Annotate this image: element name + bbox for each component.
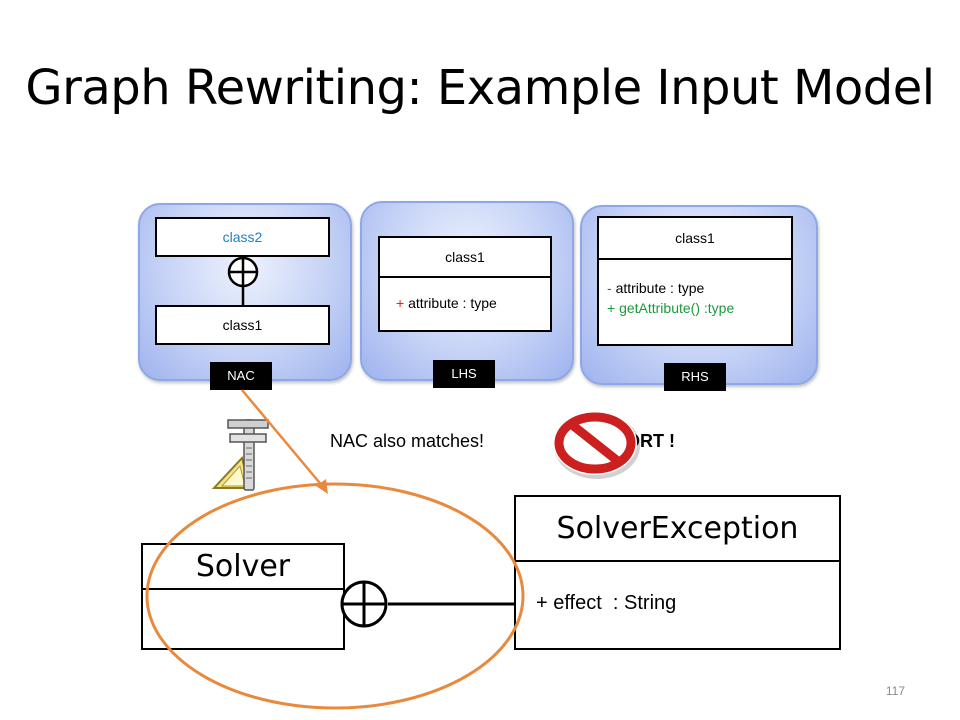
slide-title: Graph Rewriting: Example Input Model: [25, 60, 935, 116]
nac-class2-label: class2: [222, 229, 263, 245]
solver-class-name: Solver: [143, 545, 343, 590]
rhs-tag: RHS: [664, 363, 726, 391]
page-number: 117: [885, 684, 905, 698]
rhs-method-row: + getAttribute() :type: [599, 300, 791, 316]
match-highlight-ellipse: [145, 482, 525, 710]
lhs-attr-prefix: +: [396, 295, 405, 311]
caliper-tools-icon: [211, 419, 269, 491]
rhs-class-name: class1: [599, 218, 791, 260]
solver-exception-class-box: SolverException + effect : String: [514, 495, 841, 650]
lhs-class-name: class1: [380, 238, 550, 278]
lhs-attribute-row: + attribute : type: [380, 278, 550, 328]
containment-connector: [340, 580, 514, 628]
solver-exception-attribute: + effect : String: [536, 592, 677, 614]
lhs-tag: LHS: [433, 360, 495, 388]
rhs-attr-prefix: -: [607, 280, 612, 296]
lhs-class-box: class1 + attribute : type: [378, 236, 552, 332]
solver-class-box: Solver: [141, 543, 345, 650]
rhs-attribute-row: - attribute : type: [599, 280, 791, 296]
prohibited-icon: [553, 411, 640, 479]
nac-class2-box: class2: [155, 217, 330, 257]
nac-containment-connector: [227, 256, 259, 306]
nac-class1-label: class1: [222, 317, 263, 333]
solver-exception-class-name: SolverException: [516, 497, 839, 562]
nac-match-message: NAC also matches!: [330, 431, 485, 451]
rhs-method: + getAttribute() :type: [607, 300, 735, 316]
nac-class1-box: class1: [155, 305, 330, 345]
rhs-attribute: attribute : type: [615, 280, 705, 296]
lhs-attribute: attribute : type: [408, 295, 497, 311]
rhs-class-box: class1 - attribute : type + getAttribute…: [597, 216, 793, 346]
nac-tag: NAC: [210, 362, 272, 390]
